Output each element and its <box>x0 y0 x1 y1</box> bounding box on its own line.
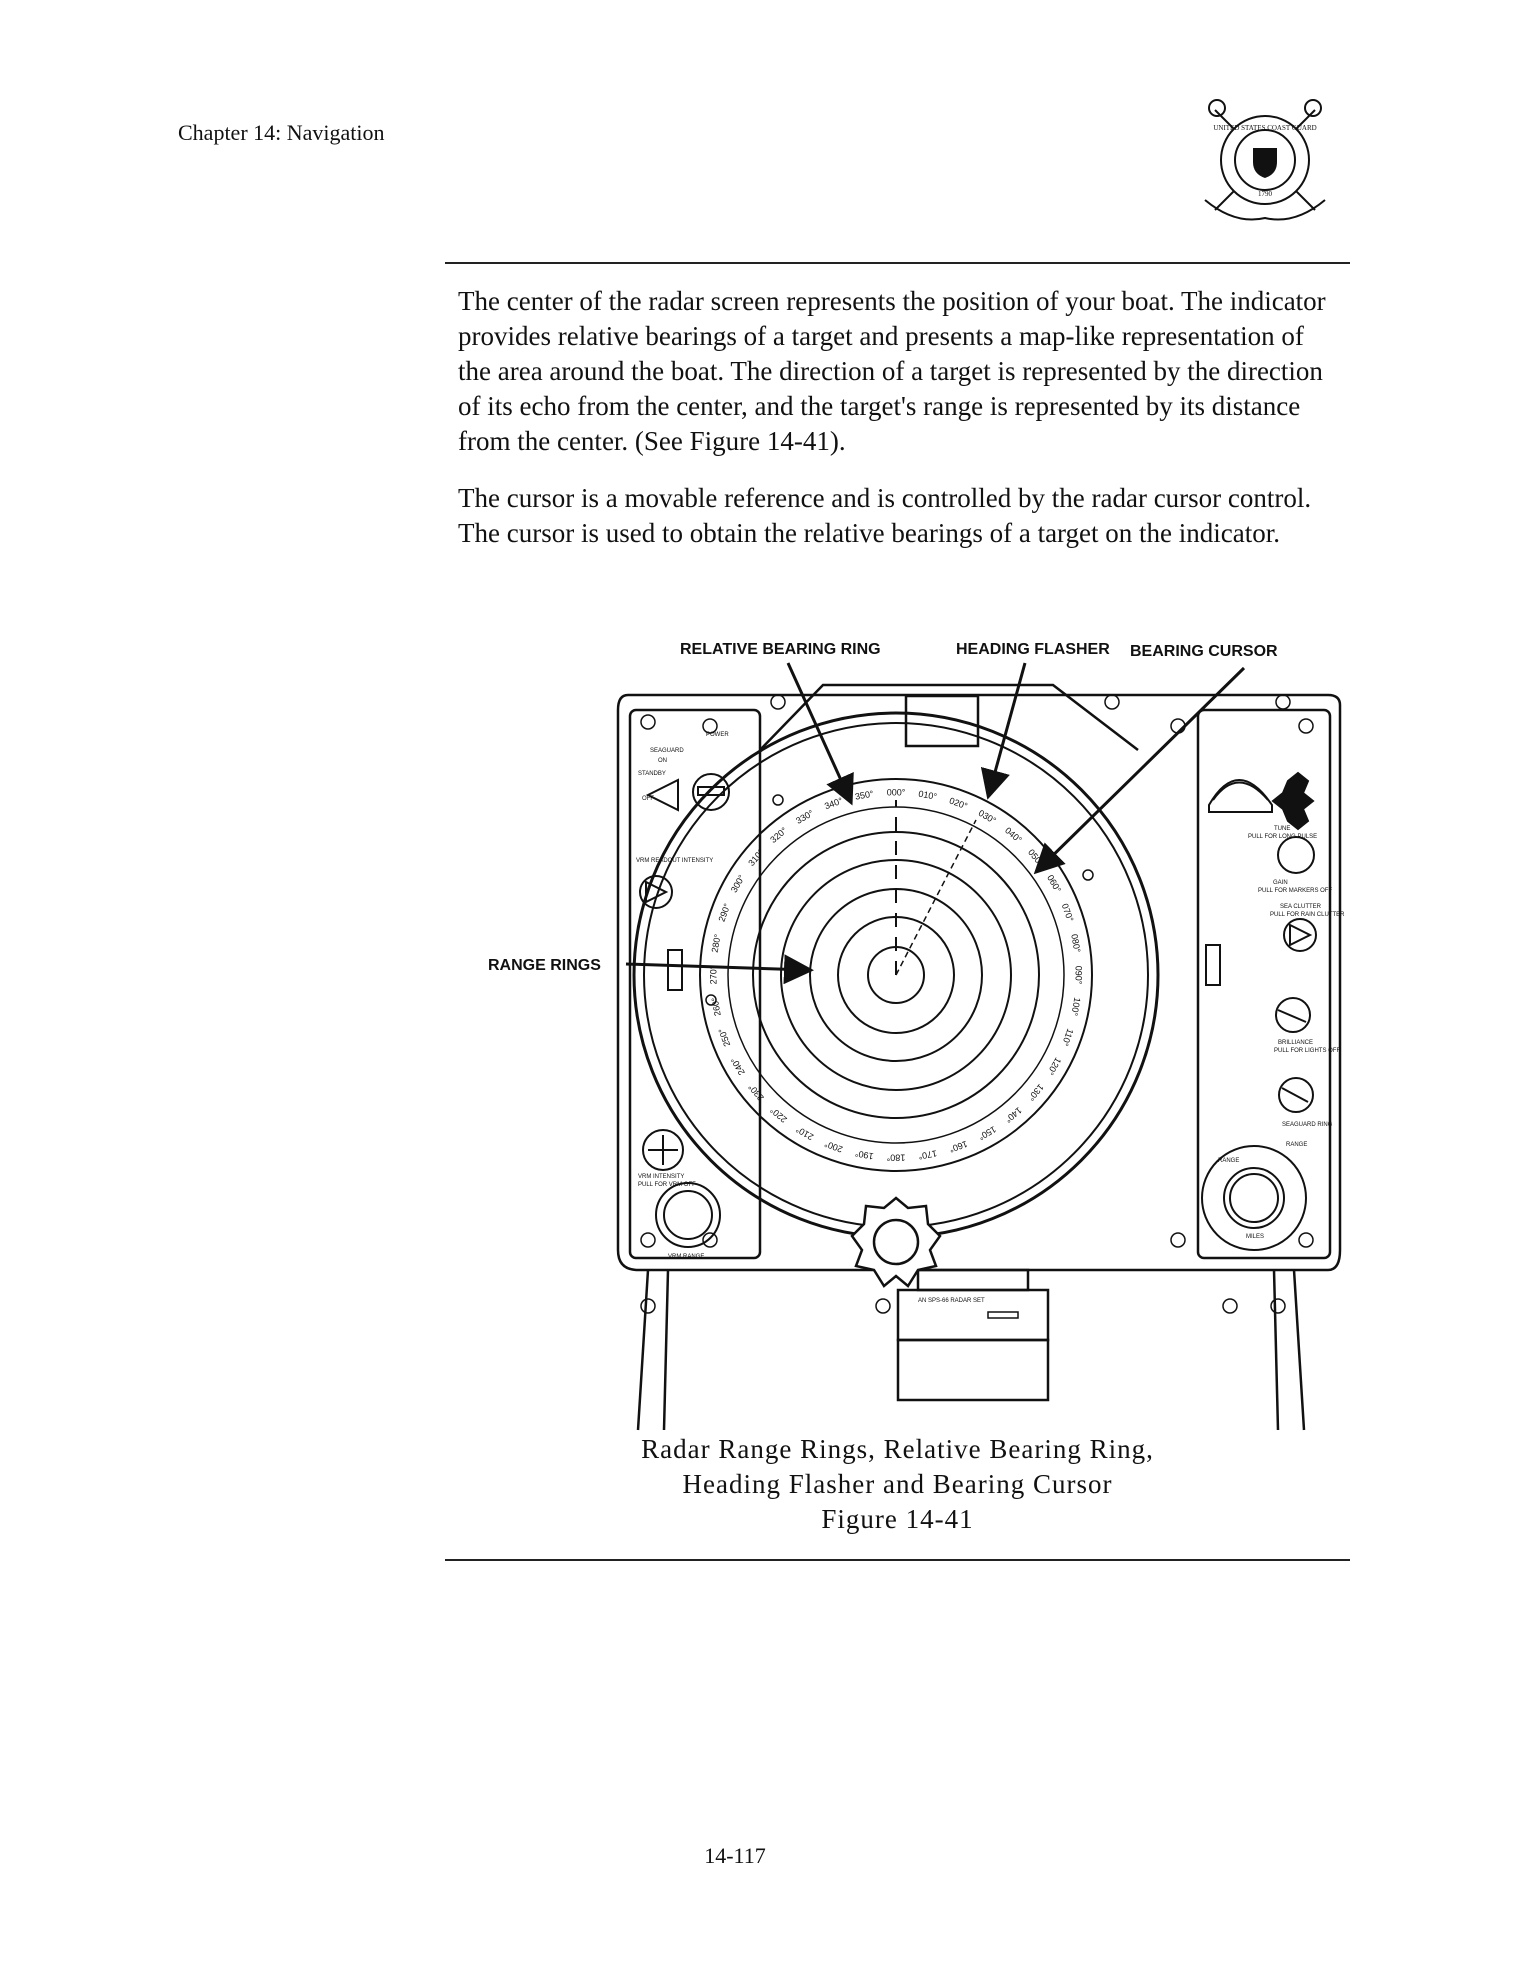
bearing-label: 290° <box>717 902 733 923</box>
relative-bearing-ring-label: RELATIVE BEARING RING <box>680 641 881 658</box>
vrm-range-label: VRM RANGE <box>668 1254 704 1260</box>
bearing-label: 120° <box>1045 1056 1063 1077</box>
power-switch[interactable] <box>692 773 730 811</box>
vrm-readout-knob[interactable] <box>639 875 673 909</box>
bearing-label: 180° <box>886 1153 905 1163</box>
body-text: The center of the radar screen represent… <box>458 284 1338 573</box>
off-label: OFF <box>642 796 654 802</box>
heading-flasher-label: HEADING FLASHER <box>956 641 1110 658</box>
bearing-label: 090° <box>1074 966 1084 985</box>
brilliance-knob[interactable] <box>1275 997 1311 1033</box>
range-ring <box>780 859 1012 1091</box>
bearing-label: 070° <box>1060 902 1076 923</box>
bearing-label: 130° <box>1026 1082 1046 1103</box>
bearing-label: 340° <box>823 795 844 811</box>
caption-line: Heading Flasher and Bearing Cursor <box>682 1469 1113 1499</box>
gain-label: GAIN <box>1273 880 1288 886</box>
bearing-label: 100° <box>1069 997 1082 1017</box>
bearing-label: 020° <box>948 796 969 812</box>
bearing-label: 010° <box>918 789 938 802</box>
brilliance-label: BRILLIANCE <box>1278 1040 1313 1046</box>
bearing-label: 040° <box>1003 825 1024 845</box>
bearing-label: 260° <box>710 996 723 1016</box>
pull-markers-off-label: PULL FOR MARKERS OFF <box>1258 888 1332 894</box>
vrm-intensity-knob[interactable] <box>642 1129 684 1171</box>
radar-cabinet <box>616 693 1342 1272</box>
cursor-control-knob[interactable] <box>850 1196 942 1288</box>
bearing-label: 000° <box>887 787 906 797</box>
relative-bearing-ring <box>699 778 1093 1172</box>
bearing-label: 110° <box>1060 1027 1076 1048</box>
vrm-range-knob[interactable] <box>655 1182 721 1248</box>
bearing-label: 170° <box>917 1148 937 1161</box>
bearing-label: 240° <box>729 1055 747 1076</box>
range-scale-label: RANGE <box>1218 1158 1239 1164</box>
miles-label: MILES <box>1246 1234 1264 1240</box>
bearing-label: 220° <box>768 1105 789 1125</box>
on-label: ON <box>658 758 667 764</box>
bearing-label: 310° <box>746 847 766 868</box>
paragraph: The cursor is a movable reference and is… <box>458 483 1312 548</box>
seaguard-ring-knob[interactable] <box>1278 1077 1314 1113</box>
top-rule <box>445 262 1350 264</box>
bearing-label: 210° <box>794 1124 815 1142</box>
bearing-label: 350° <box>854 789 874 802</box>
radar-indicator-figure: RELATIVE BEARING RING HEADING FLASHER BE… <box>488 641 1345 1431</box>
vrm-intensity-label: VRM INTENSITY <box>638 1174 684 1180</box>
chapter-header: Chapter 14: Navigation <box>178 120 385 145</box>
coast-guard-seal: UNITED STATES COAST GUARD 1790 <box>1204 99 1326 221</box>
caption-line: Radar Range Rings, Relative Bearing Ring… <box>641 1434 1154 1464</box>
bearing-label: 150° <box>976 1124 997 1142</box>
seaguard-ring-label: SEAGUARD RING <box>1282 1122 1333 1128</box>
bearing-label: 300° <box>729 873 747 894</box>
figure-number: Figure 14-41 <box>821 1504 974 1534</box>
range-label: RANGE <box>1286 1142 1307 1148</box>
bearing-label: 250° <box>716 1027 732 1048</box>
range-selector-knob[interactable] <box>1201 1145 1307 1251</box>
seal-text: UNITED STATES COAST GUARD <box>1213 124 1316 132</box>
gain-knob[interactable] <box>1277 836 1315 874</box>
bearing-label: 200° <box>823 1139 844 1155</box>
bottom-rule <box>445 1559 1350 1561</box>
seaguard-label: SEAGUARD <box>650 748 684 754</box>
bearing-label: 280° <box>710 933 723 953</box>
bearing-label: 230° <box>746 1082 766 1103</box>
bearing-label: 140° <box>1003 1105 1024 1125</box>
range-rings-label: RANGE RINGS <box>488 957 601 974</box>
bearing-label: 060° <box>1045 873 1063 894</box>
vrm-readout-label: VRM READOUT INTENSITY <box>636 858 713 864</box>
pull-rain-clutter-label: PULL FOR RAIN CLUTTER <box>1270 912 1345 918</box>
power-label: POWER <box>706 732 729 738</box>
bearing-label: 270° <box>708 965 718 984</box>
pull-lights-off-label: PULL FOR LIGHTS OFF <box>1274 1048 1340 1054</box>
paragraph: The center of the radar screen represent… <box>458 286 1326 456</box>
page-number: 14-117 <box>704 1843 766 1868</box>
seal-year: 1790 <box>1258 190 1273 198</box>
pull-vrm-off-label: PULL FOR VRM OFF <box>638 1182 696 1188</box>
tune-knob[interactable] <box>1271 771 1315 831</box>
bearing-label: 190° <box>854 1148 874 1161</box>
tune-label: TUNE <box>1274 826 1290 832</box>
sea-clutter-label: SEA CLUTTER <box>1280 904 1322 910</box>
nameplate: AN SPS-66 RADAR SET <box>918 1298 985 1304</box>
bearing-cursor <box>895 819 977 976</box>
pull-long-pulse-label: PULL FOR LONG PULSE <box>1248 834 1317 840</box>
standby-label: STANDBY <box>638 771 666 777</box>
range-ring <box>752 831 1040 1119</box>
bearing-label: 160° <box>948 1139 969 1155</box>
bearing-label: 080° <box>1069 933 1082 953</box>
bearing-label: 030° <box>977 808 998 826</box>
sea-clutter-knob[interactable] <box>1283 918 1317 952</box>
bearing-cursor-label: BEARING CURSOR <box>1130 643 1278 660</box>
figure-caption: Radar Range Rings, Relative Bearing Ring… <box>445 1432 1350 1537</box>
bearing-label: 320° <box>768 825 789 845</box>
bearing-label: 330° <box>794 808 815 826</box>
